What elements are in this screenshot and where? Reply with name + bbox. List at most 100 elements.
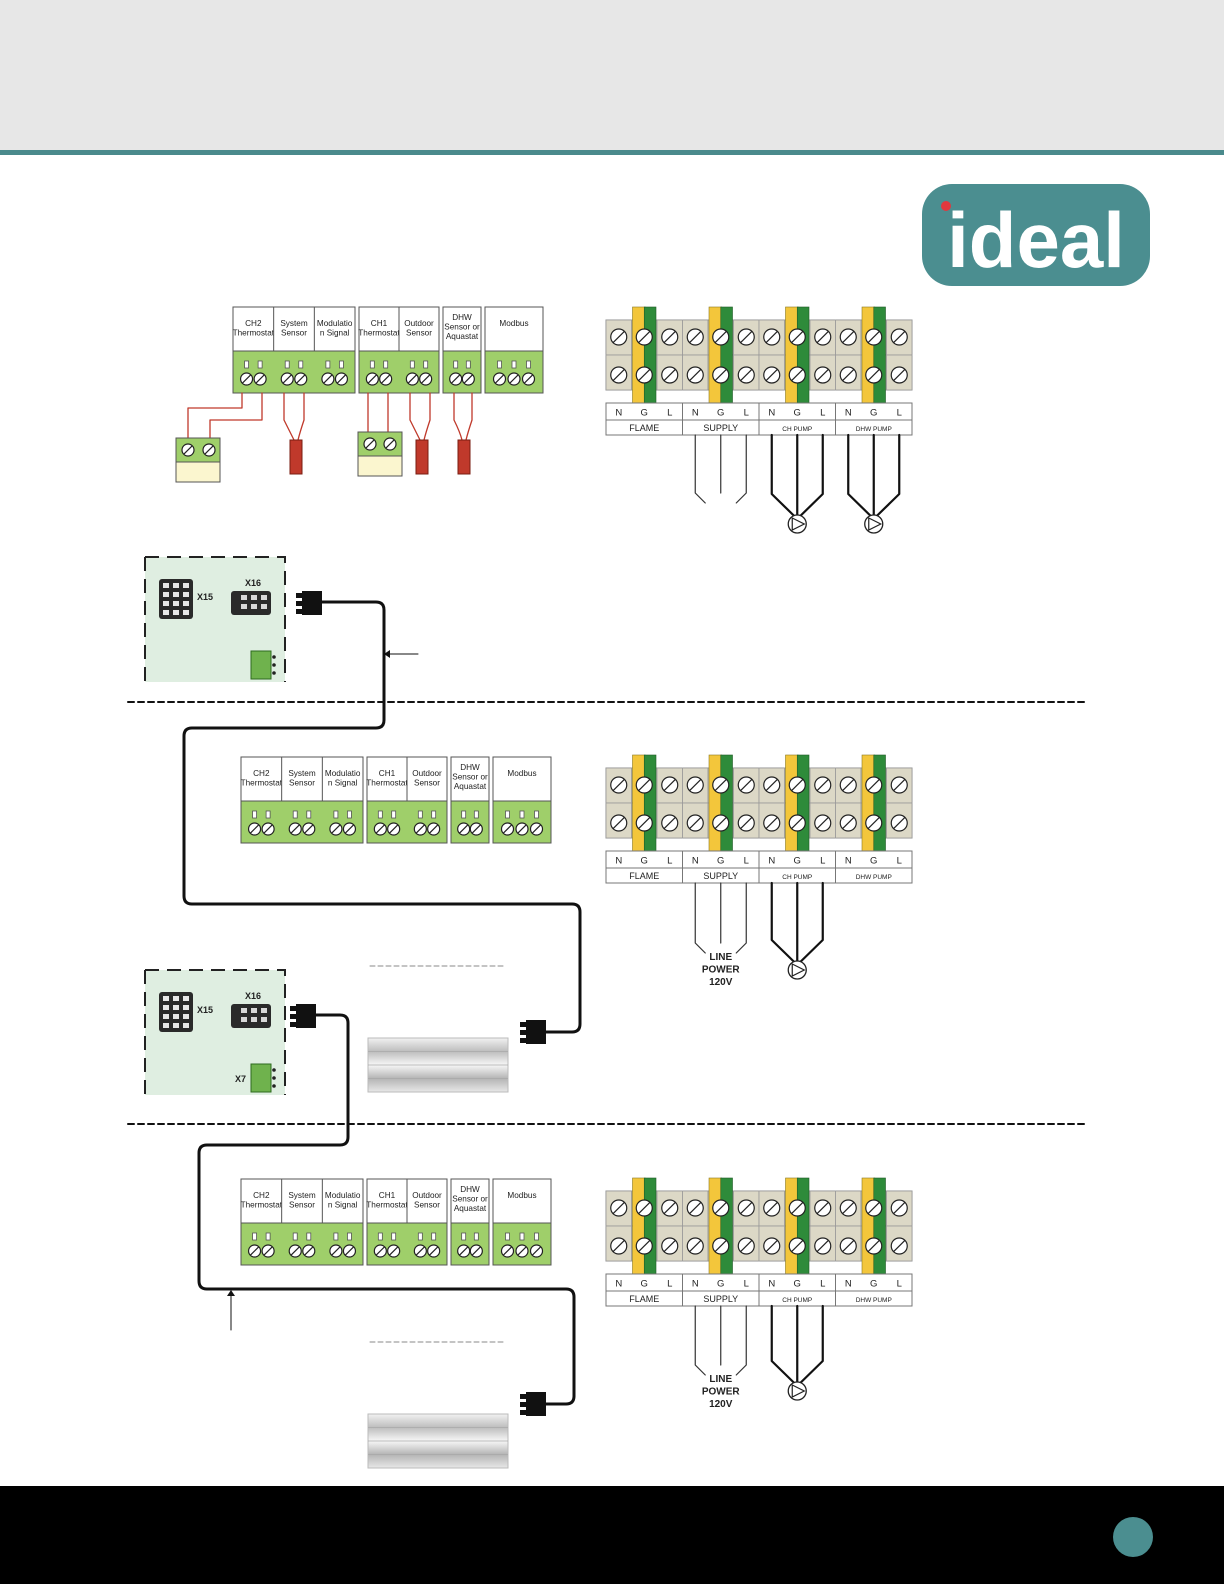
terminal-letter: N xyxy=(615,408,622,419)
terminal-pin xyxy=(497,360,502,369)
terminal-group-label: CH PUMP xyxy=(782,426,812,433)
terminal-pin xyxy=(377,810,383,819)
connector-pin xyxy=(183,583,189,588)
pump-wire xyxy=(799,433,824,518)
line-terminal-screw-slot xyxy=(867,330,880,344)
terminal-label: Modbus xyxy=(507,769,536,778)
terminal-screw-slot xyxy=(249,824,260,834)
line-terminal-screw-slot xyxy=(689,778,702,792)
x7-pin xyxy=(272,1084,276,1088)
communication-plug-2 xyxy=(290,1004,316,1028)
connector-pin xyxy=(261,1017,267,1022)
line-terminal-screw-slot xyxy=(740,1201,753,1215)
line-terminal-screw-slot xyxy=(663,816,676,830)
terminal-pin xyxy=(391,1232,397,1241)
line-terminal-screw-slot xyxy=(765,1239,778,1253)
line-terminal-screw-slot xyxy=(791,778,804,792)
plug-pin xyxy=(520,1402,526,1407)
line-terminal-screw-slot xyxy=(612,1201,625,1215)
terminal-screw-slot xyxy=(523,374,534,384)
thermostat-wire xyxy=(209,392,263,441)
terminal-screw-slot xyxy=(304,824,314,834)
connector-pin xyxy=(183,1005,189,1010)
terminal-letter: L xyxy=(667,1279,672,1290)
line-terminal-screw-slot xyxy=(765,778,778,792)
sensor-wire xyxy=(465,392,473,441)
line-terminal-screw-slot xyxy=(740,816,753,830)
terminal-screw-slot xyxy=(323,374,333,384)
terminal-screw-slot xyxy=(517,824,527,834)
pump-wire xyxy=(847,433,872,518)
x7-pin xyxy=(272,1076,276,1080)
circulator-pump xyxy=(787,960,807,980)
line-terminal-screw-slot xyxy=(816,1201,829,1215)
terminal-cover-2 xyxy=(367,1413,509,1469)
line-terminal-screw-slot xyxy=(791,816,804,830)
connector-pin xyxy=(173,601,179,606)
page-number-dot xyxy=(1113,1517,1153,1557)
line-terminal-screw-slot xyxy=(638,368,651,382)
terminal-group-label: SUPPLY xyxy=(703,871,738,881)
terminal-pin xyxy=(417,810,423,819)
terminal-screw-slot xyxy=(249,1246,260,1256)
connector-pin xyxy=(163,1023,169,1028)
terminal-pin xyxy=(347,810,352,819)
terminal-group-label: FLAME xyxy=(629,1294,659,1304)
terminal-cell xyxy=(886,354,913,391)
terminal-pin xyxy=(306,1232,312,1241)
board-outline xyxy=(145,969,286,1095)
terminal-letter: G xyxy=(641,1279,648,1290)
terminal-pin xyxy=(409,360,415,369)
x15-label: X15 xyxy=(197,1005,213,1015)
terminal-group-label: DHW PUMP xyxy=(856,426,892,433)
terminal-screw-slot xyxy=(296,374,306,384)
terminal-screw-slot xyxy=(389,1246,399,1256)
terminal-screw-slot xyxy=(531,824,542,834)
earth-bar-yellow xyxy=(708,754,723,852)
line-terminal-screw-slot xyxy=(689,330,702,344)
terminal-screw-slot xyxy=(429,1246,439,1256)
pump-arrow xyxy=(868,517,883,531)
line-terminal-screw-slot xyxy=(612,368,625,382)
terminal-letter: L xyxy=(667,408,672,419)
terminal-screw-slot xyxy=(290,824,300,834)
x7-label: X7 xyxy=(235,1074,246,1084)
connector-pin xyxy=(173,583,179,588)
terminal-pin xyxy=(511,360,517,369)
terminal-letter: G xyxy=(870,1279,877,1290)
earth-bar-yellow xyxy=(861,754,876,852)
pump-wire xyxy=(770,881,796,964)
terminal-letter: G xyxy=(717,856,724,867)
earth-bar-green xyxy=(643,306,657,404)
line-terminal-screw-slot xyxy=(638,778,651,792)
terminal-screw-slot xyxy=(304,1246,314,1256)
line-terminal-screw-slot xyxy=(842,816,855,830)
communication-plug-4 xyxy=(520,1392,546,1416)
terminal-letter: N xyxy=(692,408,699,419)
plug-pin xyxy=(520,1394,526,1399)
terminal-screw-slot xyxy=(531,1246,542,1256)
line-terminal-screw-slot xyxy=(867,368,880,382)
line-terminal-screw-slot xyxy=(816,330,829,344)
sensor-wire xyxy=(297,392,305,441)
x7-pin xyxy=(272,1068,276,1072)
connector-pin xyxy=(183,1014,189,1019)
earth-bar-yellow xyxy=(861,1177,876,1275)
connector-pin xyxy=(251,604,257,609)
terminal-label-box xyxy=(442,306,482,352)
line-terminal-screw-slot xyxy=(893,330,906,344)
terminal-pin xyxy=(423,360,429,369)
terminal-screw-slot xyxy=(263,824,273,834)
line-terminal-screw-slot xyxy=(893,1239,906,1253)
earth-bar-green xyxy=(873,754,886,852)
connector-pin xyxy=(173,996,179,1001)
earth-bar-green xyxy=(643,754,657,852)
terminal-pin xyxy=(333,1232,339,1241)
